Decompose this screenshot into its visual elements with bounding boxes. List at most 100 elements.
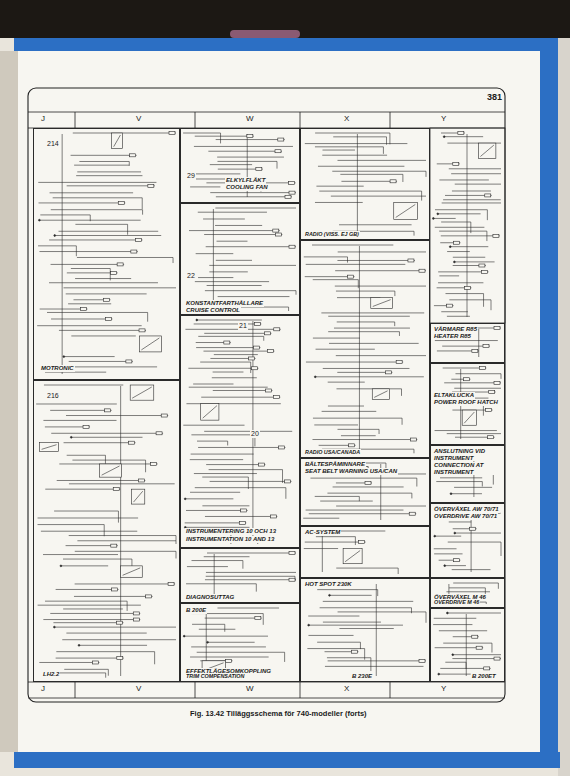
wire <box>323 368 410 369</box>
wire-group <box>432 132 501 318</box>
wire <box>206 464 265 465</box>
connector-symbol <box>453 162 459 165</box>
section-heading: RADIO USA/CANADA <box>304 449 361 456</box>
wire-group <box>183 319 292 544</box>
wire <box>305 542 366 543</box>
section-heading: CRUISE CONTROL <box>185 307 241 314</box>
callout-number: 20 <box>250 430 260 438</box>
wire <box>216 260 252 261</box>
connector-symbol <box>117 657 123 660</box>
component-symbol <box>372 389 389 400</box>
section-heading: VÄRMARE R85 <box>433 326 478 333</box>
junction-dot <box>443 136 445 138</box>
wire-group <box>36 385 176 678</box>
wire <box>501 542 502 556</box>
wire <box>337 260 414 261</box>
wire <box>433 624 472 625</box>
junction-dot <box>308 624 310 626</box>
junction-dot <box>449 246 451 248</box>
component-symbol <box>201 404 219 420</box>
wire <box>439 231 487 232</box>
wire <box>47 312 148 313</box>
wire <box>54 511 118 512</box>
wire <box>399 332 400 336</box>
grid-column-letter: X <box>343 115 350 123</box>
wire <box>438 271 488 272</box>
wire <box>202 477 248 478</box>
connector-symbol <box>273 229 279 232</box>
wire <box>192 624 225 625</box>
schematic-panel: B 200EEFFEKTLÄGESOMKOPPLINGTRIM COMPENSA… <box>180 603 300 682</box>
wire <box>204 333 271 334</box>
wire <box>190 657 269 658</box>
wire <box>64 669 108 670</box>
wire <box>319 445 356 446</box>
connector-symbol <box>83 425 89 428</box>
wire <box>71 335 136 336</box>
section-heading: KONSTANTFARTHÅLLARE <box>185 300 264 307</box>
wire <box>104 525 105 537</box>
connector-symbol <box>385 371 391 374</box>
wire <box>277 161 278 168</box>
section-heading: B 200ET <box>471 673 497 680</box>
wire <box>336 568 398 569</box>
section-heading: HOT SPOT 230K <box>304 581 353 588</box>
section-heading: DIAGNOSUTTAG <box>185 594 235 601</box>
wire <box>248 477 249 489</box>
frame <box>28 88 505 702</box>
wire <box>186 583 256 584</box>
wire <box>449 168 501 169</box>
section-heading: POWER ROOF HATCH <box>433 399 499 406</box>
component-symbol <box>40 443 59 452</box>
wire <box>202 505 249 506</box>
wire <box>309 625 403 626</box>
wire <box>191 646 266 647</box>
component-symbol <box>114 135 121 147</box>
section-heading: COOLING FAN <box>225 184 269 191</box>
wire <box>77 257 173 258</box>
wire <box>402 174 403 182</box>
wire <box>308 616 359 617</box>
component-symbol <box>112 133 123 149</box>
wire <box>327 657 371 658</box>
component-symbol <box>462 410 476 425</box>
schematic-panel: LH2.2 <box>33 380 180 682</box>
connector-symbol <box>151 462 157 465</box>
wire <box>436 481 482 482</box>
callout-number: 29 <box>186 172 196 180</box>
wire <box>328 382 365 383</box>
schematic-panel: ELTAKLUCKAPOWER ROOF HATCH <box>430 363 505 445</box>
wire <box>328 316 410 317</box>
connector-symbol <box>105 317 111 320</box>
connector-symbol <box>489 391 495 394</box>
wire <box>68 303 111 304</box>
wire <box>209 271 247 272</box>
wire <box>455 533 501 534</box>
connector-symbol <box>289 245 295 248</box>
wire-group <box>305 133 426 236</box>
wire <box>187 566 228 567</box>
section-heading: ÖVERVÄXEL AW 70/71 <box>433 506 500 513</box>
bus-wire <box>357 134 358 234</box>
wire <box>443 368 487 369</box>
wire <box>216 196 292 197</box>
connector-symbol <box>453 559 459 562</box>
wire <box>288 307 289 311</box>
wire <box>317 589 377 590</box>
wire <box>79 161 129 162</box>
connector-symbol <box>131 250 137 253</box>
wire <box>445 662 466 663</box>
wire <box>44 385 123 386</box>
wire <box>185 329 280 330</box>
wire <box>383 147 384 154</box>
wire <box>176 551 177 558</box>
wire <box>39 251 137 252</box>
wire <box>218 296 290 297</box>
connector-symbol <box>264 332 270 335</box>
wire <box>50 410 111 411</box>
wire <box>74 165 129 166</box>
wire <box>208 642 255 643</box>
wire <box>184 636 268 637</box>
wire <box>49 282 158 283</box>
